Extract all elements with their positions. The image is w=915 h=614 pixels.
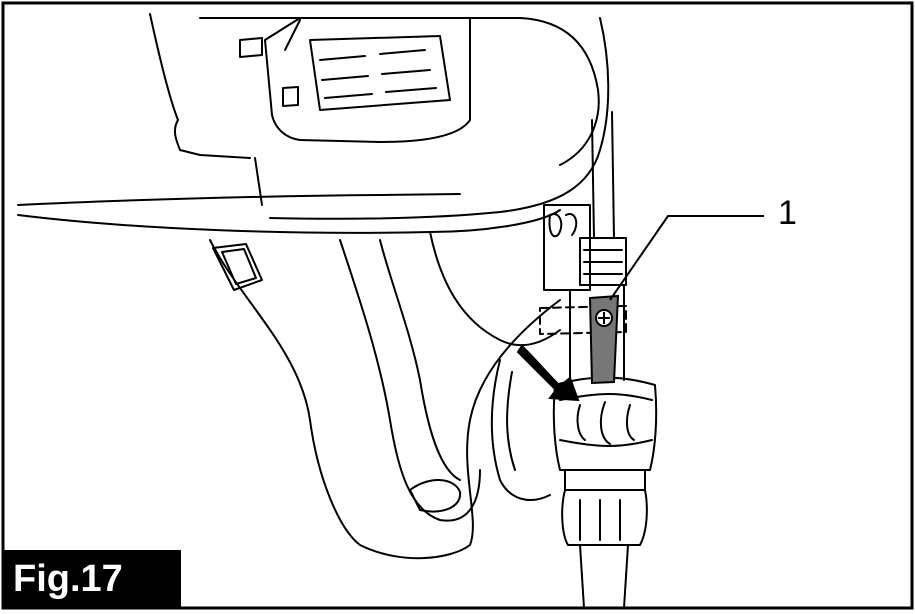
valve-lever [588, 294, 620, 385]
hose-coupling [552, 376, 658, 609]
control-panel [264, 17, 471, 143]
screw-icon [595, 309, 613, 327]
callout-number-1: 1 [778, 194, 797, 232]
rotate-arrow-icon [516, 344, 580, 402]
valve-body [543, 204, 591, 291]
figure-label: Fig.17 [3, 550, 181, 608]
callout-leader-line [609, 215, 764, 301]
machine-housing [17, 13, 610, 234]
handle [209, 231, 561, 560]
